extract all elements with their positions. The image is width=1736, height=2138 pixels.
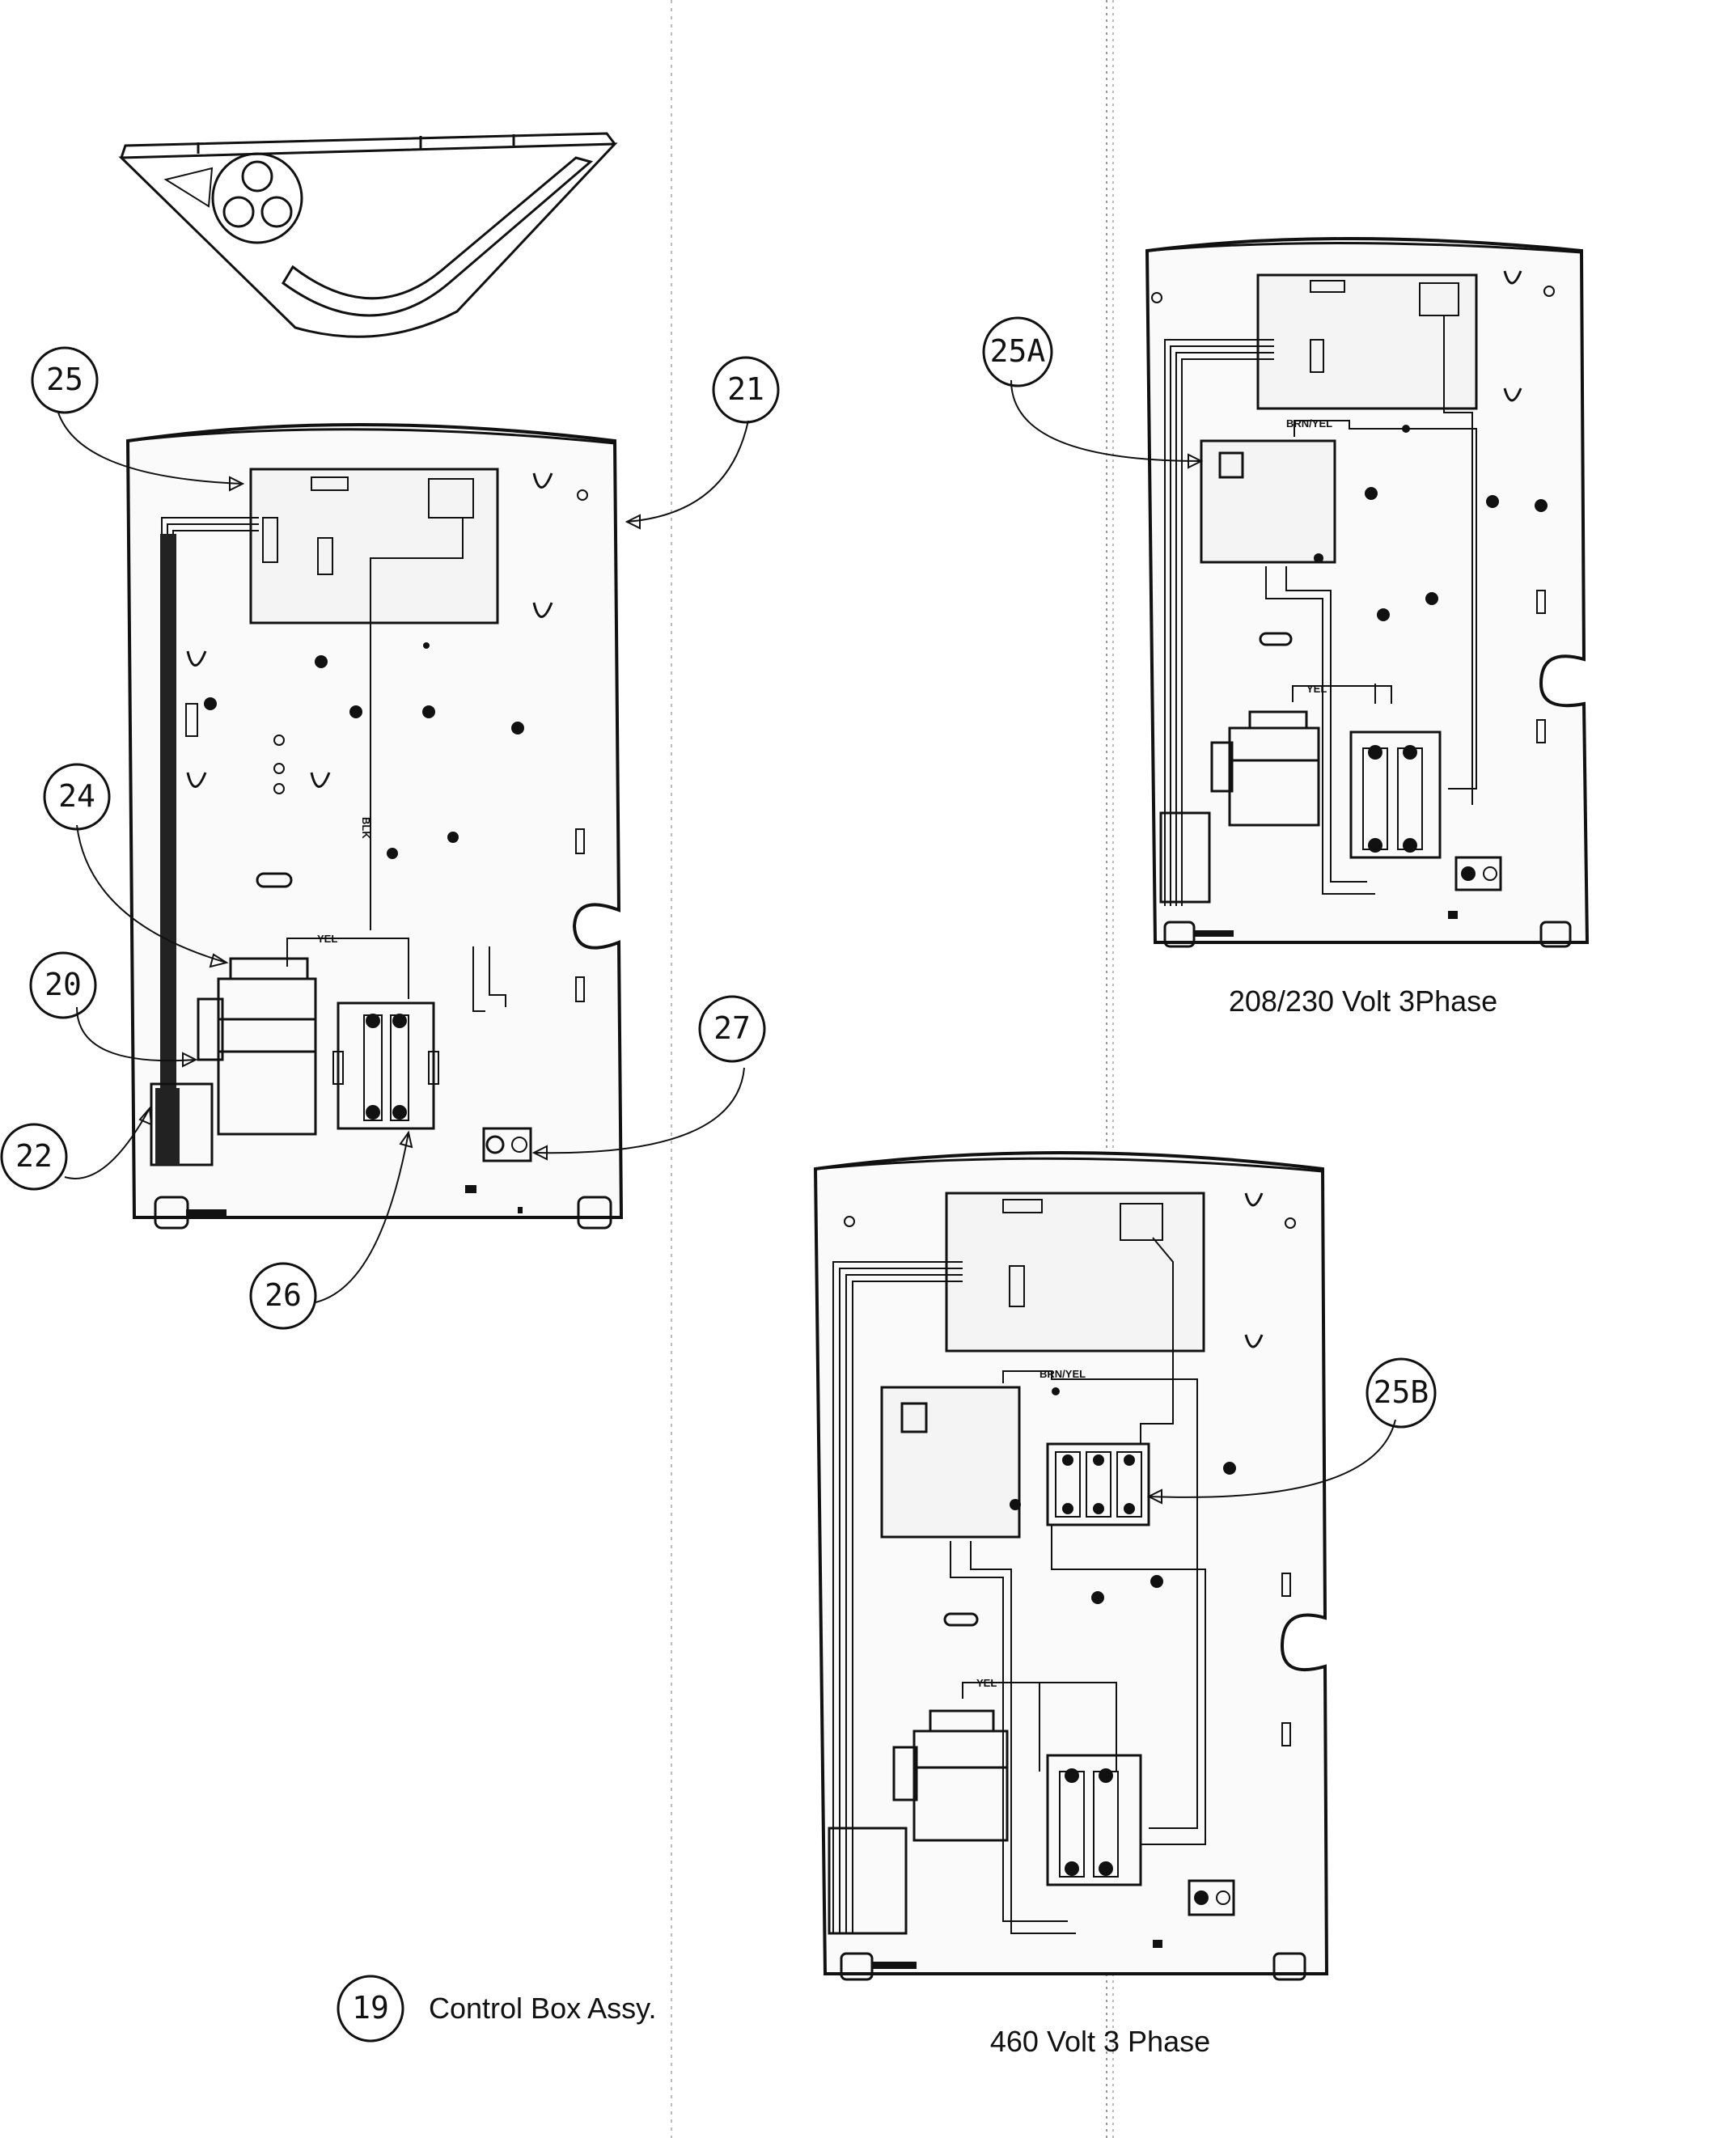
- wire-label-brn-yel: BRN/YEL: [1039, 1368, 1086, 1380]
- callout-27: 27: [698, 995, 766, 1063]
- callout-25: 25: [31, 346, 99, 414]
- callout-number: 21: [727, 371, 764, 407]
- three-phase-monitor: [1200, 439, 1336, 564]
- callout-24: 24: [43, 763, 111, 831]
- transformer: [197, 957, 317, 1136]
- wire-label-yel: YEL: [317, 933, 337, 945]
- main-control-panel: BLK YEL: [125, 423, 624, 1230]
- wire-label-yel: YEL: [1306, 683, 1327, 695]
- callout-22: 22: [0, 1123, 68, 1191]
- callout-21: 21: [712, 356, 780, 424]
- callout-number: 22: [15, 1138, 53, 1174]
- caption-460-volt: 460 Volt 3 Phase: [990, 2025, 1210, 2058]
- ground-lug: [1454, 856, 1502, 891]
- control-board: [249, 468, 499, 624]
- assembly-caption: Control Box Assy.: [429, 1992, 656, 2025]
- callout-20: 20: [29, 951, 97, 1019]
- ground-lug: [482, 1127, 532, 1162]
- transformer: [892, 1709, 1009, 1842]
- ground-lug: [1188, 1879, 1235, 1916]
- panel-460-3phase: BRN/YEL YEL: [813, 1151, 1329, 1981]
- callout-number: 27: [713, 1010, 751, 1046]
- callout-number: 24: [58, 778, 95, 814]
- callout-leaders: [57, 379, 1396, 1505]
- callout-number: 26: [265, 1277, 302, 1313]
- wire-label-blk: BLK: [360, 817, 372, 839]
- transformer: [1210, 710, 1320, 827]
- wire-label-brn-yel: BRN/YEL: [1286, 417, 1332, 430]
- contactor: [332, 1001, 439, 1130]
- phase-relay-block: [1046, 1442, 1150, 1526]
- wire-label-yel: YEL: [976, 1677, 997, 1689]
- callout-number: 25B: [1374, 1374, 1429, 1410]
- control-board: [1256, 273, 1478, 410]
- control-board: [945, 1192, 1205, 1353]
- contactor: [1349, 730, 1442, 859]
- callout-number: 20: [44, 967, 82, 1002]
- callout-19: 19: [337, 1975, 404, 2043]
- control-box-top-view: [118, 132, 618, 338]
- callout-26: 26: [249, 1262, 317, 1330]
- caption-208-230-volt: 208/230 Volt 3Phase: [1229, 984, 1497, 1018]
- contactor: [1046, 1754, 1142, 1886]
- callout-number: 25: [46, 362, 83, 397]
- callout-25b: 25B: [1366, 1357, 1437, 1429]
- callout-number: 25A: [990, 333, 1046, 369]
- panel-208-230-3phase: BRN/YEL YEL: [1145, 237, 1590, 948]
- callout-25a: 25A: [982, 316, 1053, 387]
- three-phase-monitor: [880, 1386, 1021, 1539]
- callout-number: 19: [352, 1990, 389, 2026]
